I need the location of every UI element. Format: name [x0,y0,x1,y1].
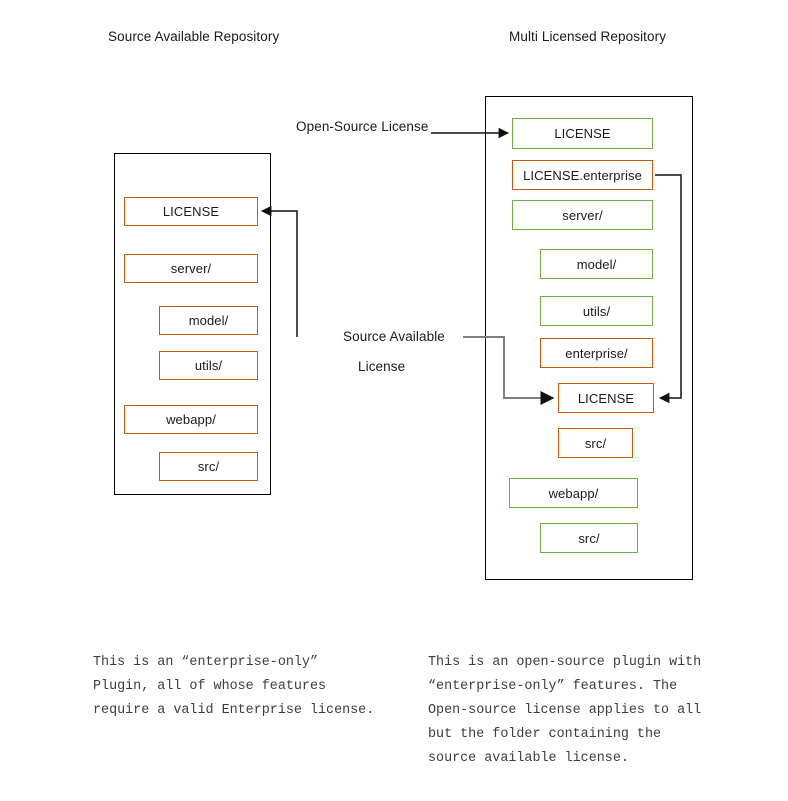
left-repo-title: Source Available Repository [108,29,280,44]
node-label: src/ [578,530,600,546]
right-node-webapp[interactable]: webapp/ [509,478,638,508]
node-label: model/ [188,313,229,328]
wire-source-available-to-left-license [260,205,298,337]
node-label: webapp/ [166,412,216,427]
right-node-enterprise[interactable]: enterprise/ [540,338,653,368]
right-node-license-open-source[interactable]: LICENSE [512,118,653,149]
node-label: server/ [562,207,603,223]
node-label: utils/ [194,358,223,373]
node-label: model/ [576,256,617,272]
right-node-license-source-available[interactable]: LICENSE [558,383,654,413]
node-label: LICENSE [162,204,220,219]
left-node-model[interactable]: model/ [159,306,258,335]
node-label: utils/ [582,303,611,319]
node-label: server/ [170,261,212,276]
edge-label-open-source-license: Open-Source License [293,119,432,134]
node-label: webapp/ [548,485,599,501]
edge-label-source-available-line2: License [355,359,409,374]
node-label: enterprise/ [565,345,628,361]
left-node-license[interactable]: LICENSE [124,197,258,226]
node-label: LICENSE.enterprise [523,167,642,183]
left-node-src[interactable]: src/ [159,452,258,481]
edge-label-source-available-line1: Source Available [340,329,448,344]
right-repo-title: Multi Licensed Repository [509,29,667,44]
right-node-model[interactable]: model/ [540,249,653,279]
right-node-utils[interactable]: utils/ [540,296,653,326]
node-label: src/ [197,459,220,474]
left-node-utils[interactable]: utils/ [159,351,258,380]
left-node-webapp[interactable]: webapp/ [124,405,258,434]
left-repository-container [114,153,271,495]
right-node-src-open-source[interactable]: src/ [540,523,638,553]
right-caption: This is an open-source plugin with “ente… [428,655,702,766]
wire-source-available-to-right-license [463,336,555,405]
node-label: src/ [584,435,607,451]
node-label: LICENSE [577,390,635,406]
right-node-src-enterprise[interactable]: src/ [558,428,633,458]
right-node-server[interactable]: server/ [512,200,653,230]
wire-enterprise-license-loop [655,174,682,404]
node-label: LICENSE [554,126,611,141]
right-node-license-enterprise[interactable]: LICENSE.enterprise [512,160,653,190]
left-node-server[interactable]: server/ [124,254,258,283]
left-caption: This is an “enterprise-only” Plugin, all… [93,655,375,718]
